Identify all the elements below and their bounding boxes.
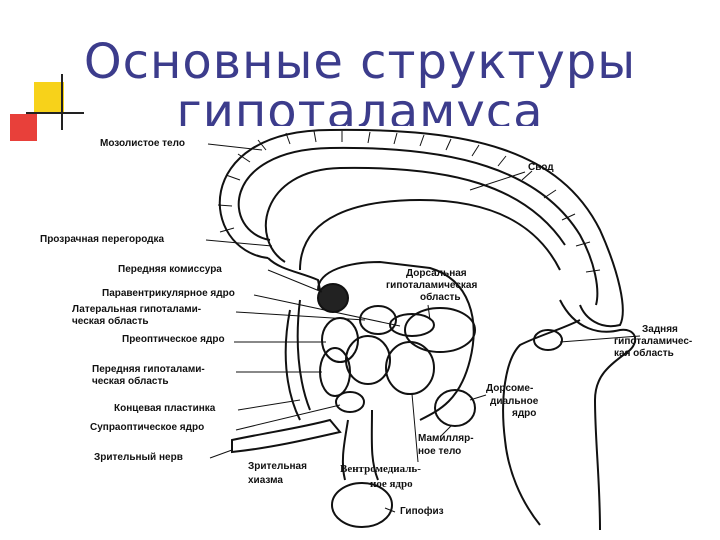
label-posterior-area-2: гипоталамичес- (614, 336, 692, 348)
label-supraoptic-nucleus: Супраоптическое ядро (90, 422, 204, 434)
label-anterior-commissure: Передняя комиссура (118, 264, 222, 276)
brainstem-outline (503, 320, 580, 525)
optic-nerve-shape (232, 420, 340, 452)
leader-optic-nerve (210, 450, 232, 458)
label-posterior-area-1: Задняя (642, 324, 678, 336)
label-ventromedial-1: Вентромедиаль- (340, 463, 421, 476)
label-corpus-callosum: Мозолистое тело (100, 138, 185, 150)
posterior-outline (560, 300, 635, 530)
label-anterior-area-2: ческая область (92, 376, 169, 388)
label-dorsomedial-3: ядро (512, 408, 536, 420)
label-hypophysis: Гипофиз (400, 506, 444, 518)
label-fornix: Свод (528, 162, 554, 174)
fornix-lower (300, 200, 560, 270)
label-lateral-area-2: ческая область (72, 316, 149, 328)
label-optic-chiasm-1: Зрительная (248, 461, 307, 473)
label-lamina-terminalis: Концевая пластинка (114, 403, 215, 415)
label-anterior-area-1: Передняя гипоталами- (92, 364, 205, 376)
label-optic-chiasm-2: хиазма (248, 475, 283, 487)
preoptic-shape (322, 318, 358, 362)
leader-supraoptic (236, 405, 340, 430)
label-dorsal-area-2: гипоталамическая (386, 280, 477, 292)
anterior-commissure-shape (318, 284, 348, 312)
fornix-arc (266, 168, 565, 262)
label-dorsomedial-2: диальное (490, 396, 538, 408)
leader-lateral-area (236, 312, 365, 320)
label-posterior-area-3: кая область (614, 348, 674, 360)
label-lateral-area-1: Латеральная гипоталами- (72, 304, 201, 316)
leader-fornix (470, 172, 525, 190)
label-optic-nerve: Зрительный нерв (94, 452, 183, 464)
leader-lamina-terminalis (238, 400, 300, 410)
label-preoptic-nucleus: Преоптическое ядро (122, 334, 225, 346)
lateral-area-shape (360, 306, 396, 334)
leader-anterior-commissure (268, 270, 322, 292)
label-dorsal-area-3: область (420, 292, 461, 304)
label-mamillary-1: Мамилляр- (418, 433, 474, 445)
label-dorsal-area-1: Дорсальная (406, 268, 467, 280)
septum-outline (268, 258, 322, 300)
central-nucleus-shape (346, 336, 390, 384)
dorsal-area-shape (405, 308, 475, 352)
ventromedial-shape (386, 342, 434, 394)
supraoptic-shape (336, 392, 364, 412)
label-paraventricular-nucleus: Паравентрикулярное ядро (102, 288, 235, 300)
label-dorsomedial-1: Дорсоме- (486, 383, 533, 395)
label-ventromedial-2: ное ядро (370, 478, 413, 491)
label-septum-pellucidum: Прозрачная перегородка (40, 234, 164, 246)
label-mamillary-2: ное тело (418, 446, 461, 458)
